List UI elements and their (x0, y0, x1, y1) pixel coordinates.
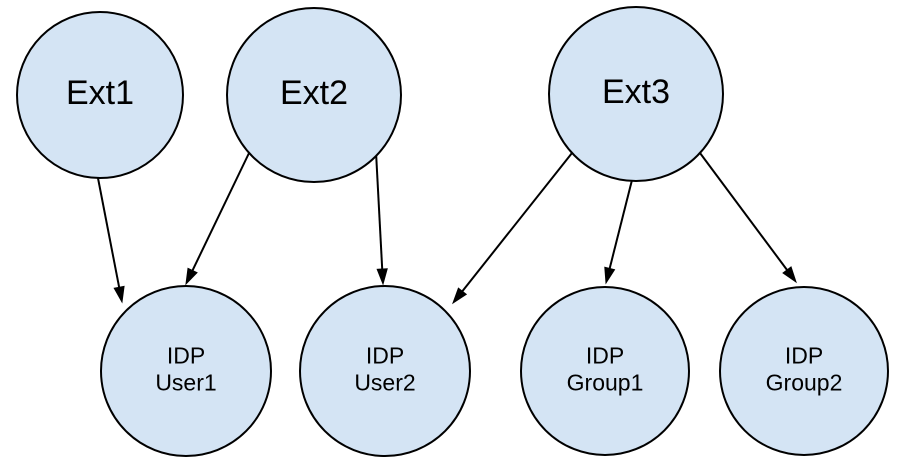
edge-line (96, 172, 121, 291)
node-label: Ext3 (602, 73, 670, 111)
edges-layer (96, 150, 797, 305)
node-label-line: IDP (366, 343, 404, 369)
node-label: Ext1 (66, 74, 134, 112)
node-ext1[interactable]: Ext1 (16, 11, 184, 179)
node-shape-circle[interactable] (226, 7, 402, 183)
node-label: Ext2 (280, 74, 348, 112)
edge-arrowhead (113, 285, 125, 304)
node-label-line: Ext2 (280, 74, 348, 112)
node-shape-circle[interactable] (16, 11, 184, 179)
edge-arrowhead (604, 266, 616, 285)
node-label-line: Group1 (567, 370, 644, 396)
node-label-line: User1 (155, 370, 216, 396)
node-label-line: IDP (167, 343, 205, 369)
node-ext3[interactable]: Ext3 (548, 6, 724, 182)
edge-ext2-user1 (185, 150, 251, 286)
node-label-line: Ext3 (602, 73, 670, 111)
edge-arrowhead (185, 267, 198, 286)
edge-ext3-group2 (699, 152, 797, 284)
edge-line (607, 179, 633, 272)
node-label-line: IDP (785, 343, 823, 369)
node-ext2[interactable]: Ext2 (226, 7, 402, 183)
node-shape-circle[interactable] (719, 286, 889, 456)
edge-ext2-user2 (375, 151, 388, 286)
edge-line (459, 152, 573, 295)
node-label-line: Ext1 (66, 74, 134, 112)
edge-line (699, 152, 790, 273)
edge-line (375, 151, 384, 273)
node-label-line: User2 (354, 370, 415, 396)
edge-arrowhead (452, 287, 468, 305)
node-shape-circle[interactable] (100, 285, 272, 457)
edge-line (190, 150, 251, 274)
edge-arrowhead (376, 268, 388, 286)
edge-ext3-user2 (452, 152, 573, 305)
node-label-line: IDP (586, 343, 624, 369)
node-label-line: Group2 (766, 370, 843, 396)
node-shape-circle[interactable] (299, 285, 471, 457)
edge-arrowhead (782, 266, 797, 284)
node-shape-circle[interactable] (520, 286, 690, 456)
node-shape-circle[interactable] (548, 6, 724, 182)
edge-ext1-user1 (96, 172, 125, 304)
edge-ext3-group1 (604, 179, 633, 285)
